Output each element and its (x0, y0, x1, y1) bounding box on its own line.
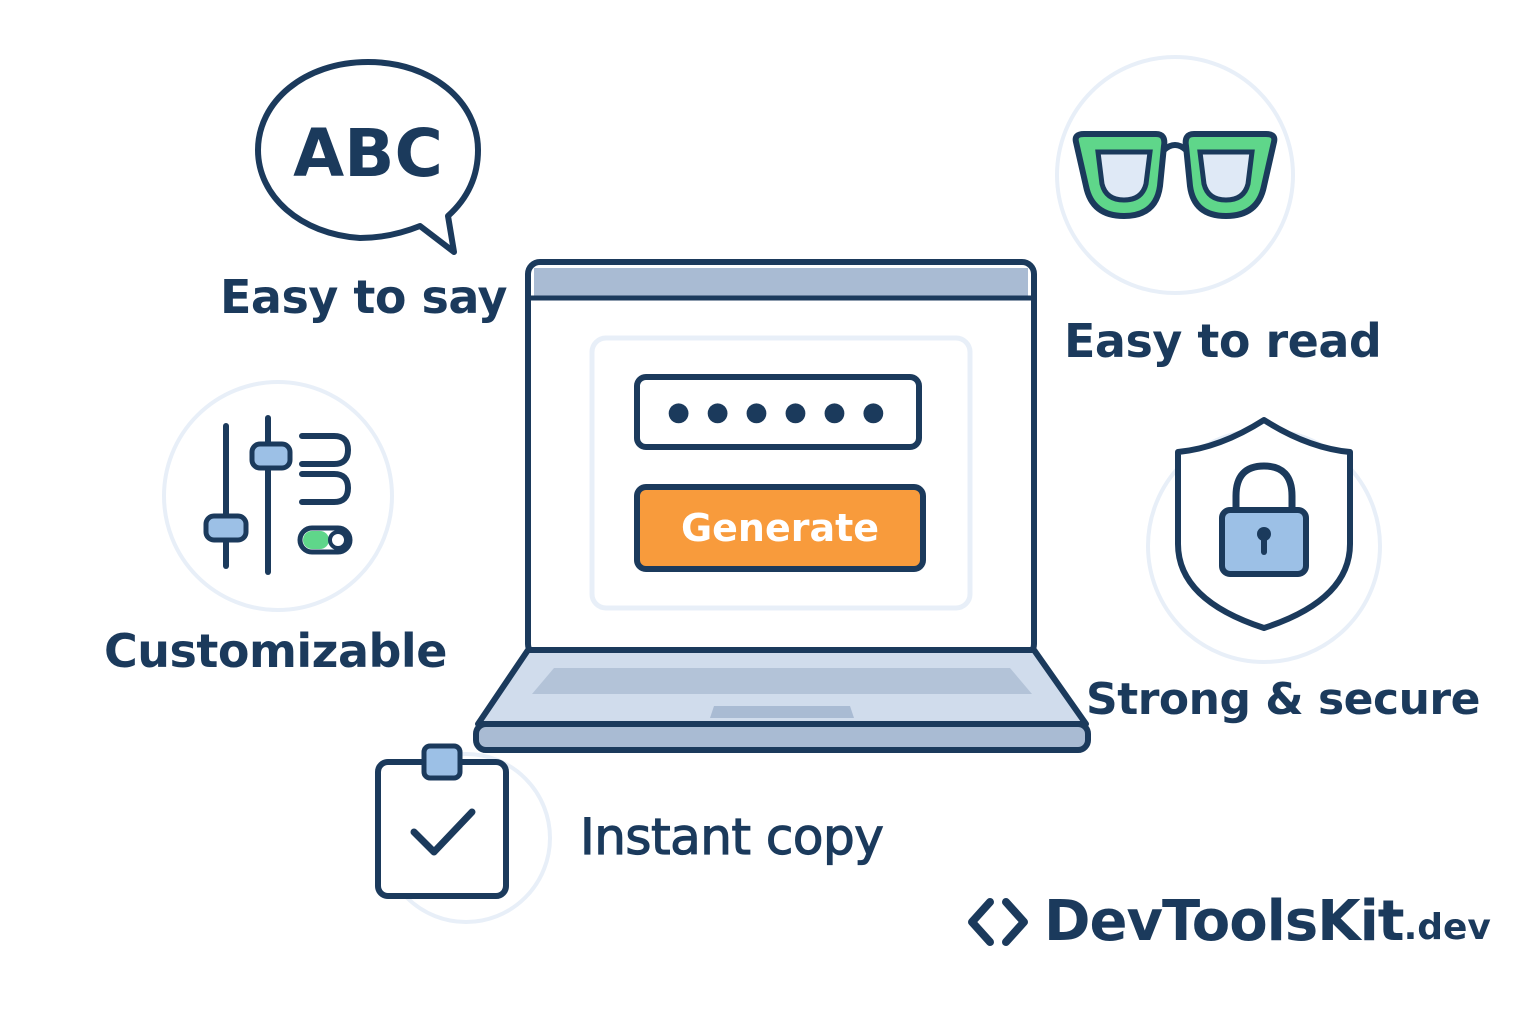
password-dots: ● ● ● ● ● ● (667, 397, 889, 427)
brand-logo: DevToolsKit .dev (966, 884, 1491, 954)
feature-label-customizable: Customizable (104, 624, 447, 678)
feature-label-easy-to-say: Easy to say (220, 270, 507, 324)
brand-name: DevToolsKit (1044, 889, 1405, 954)
feature-label-instant-copy: Instant copy (579, 807, 884, 866)
feature-label-strong-secure: Strong & secure (1086, 674, 1480, 725)
code-brackets-icon (968, 898, 1028, 946)
password-field[interactable]: ● ● ● ● ● ● (634, 374, 922, 450)
brand-tld: .dev (1403, 907, 1491, 948)
generate-button[interactable]: Generate (634, 484, 926, 572)
speech-bubble-icon: ABC (255, 59, 481, 255)
generate-button-label: Generate (680, 506, 880, 550)
sliders-icon (162, 380, 394, 612)
clipboard-check-icon (375, 743, 552, 924)
shield-lock-icon (1146, 417, 1382, 664)
feature-label-easy-to-read: Easy to read (1064, 314, 1382, 368)
bubble-text: ABC (293, 115, 443, 192)
glasses-icon (1055, 55, 1295, 295)
